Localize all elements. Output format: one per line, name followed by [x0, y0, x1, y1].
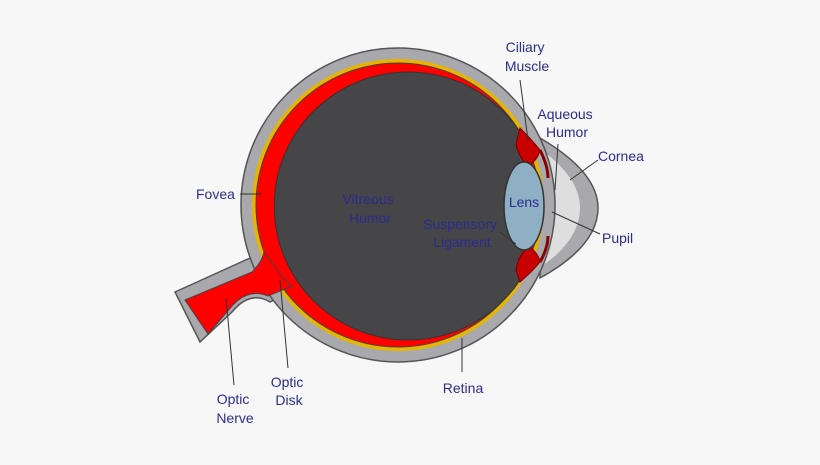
label-suspensory-ligament: Suspensory Ligament — [423, 216, 501, 250]
label-vitreous-humor: Vitreous Humor — [343, 191, 398, 226]
iris-upper — [538, 149, 550, 179]
label-lens: Lens — [509, 194, 539, 210]
iris-lower — [538, 235, 550, 263]
leader-suspensory — [499, 231, 517, 245]
label-optic-disk: Optic Disk — [271, 374, 308, 408]
leader-pupil — [551, 211, 601, 235]
leader-ciliary — [519, 79, 529, 141]
leader-aqueous — [554, 143, 559, 191]
lens — [503, 161, 545, 251]
ciliary-muscle-lower — [515, 245, 541, 283]
label-cornea: Cornea — [598, 148, 644, 164]
vitreous-humor — [273, 71, 531, 341]
leader-cornea — [569, 159, 599, 181]
label-optic-nerve: Optic Nerve — [216, 391, 254, 426]
leader-optic-nerve — [225, 297, 235, 386]
label-fovea: Fovea — [196, 186, 235, 202]
label-retina: Retina — [443, 380, 484, 396]
label-ciliary-muscle: Ciliary Muscle — [505, 39, 550, 74]
label-pupil: Pupil — [602, 230, 633, 246]
label-aqueous-humor: Aqueous Humor — [537, 106, 596, 140]
leader-optic-disk — [279, 279, 289, 369]
optic-nerve — [184, 250, 293, 335]
ciliary-muscle-upper — [515, 127, 541, 167]
